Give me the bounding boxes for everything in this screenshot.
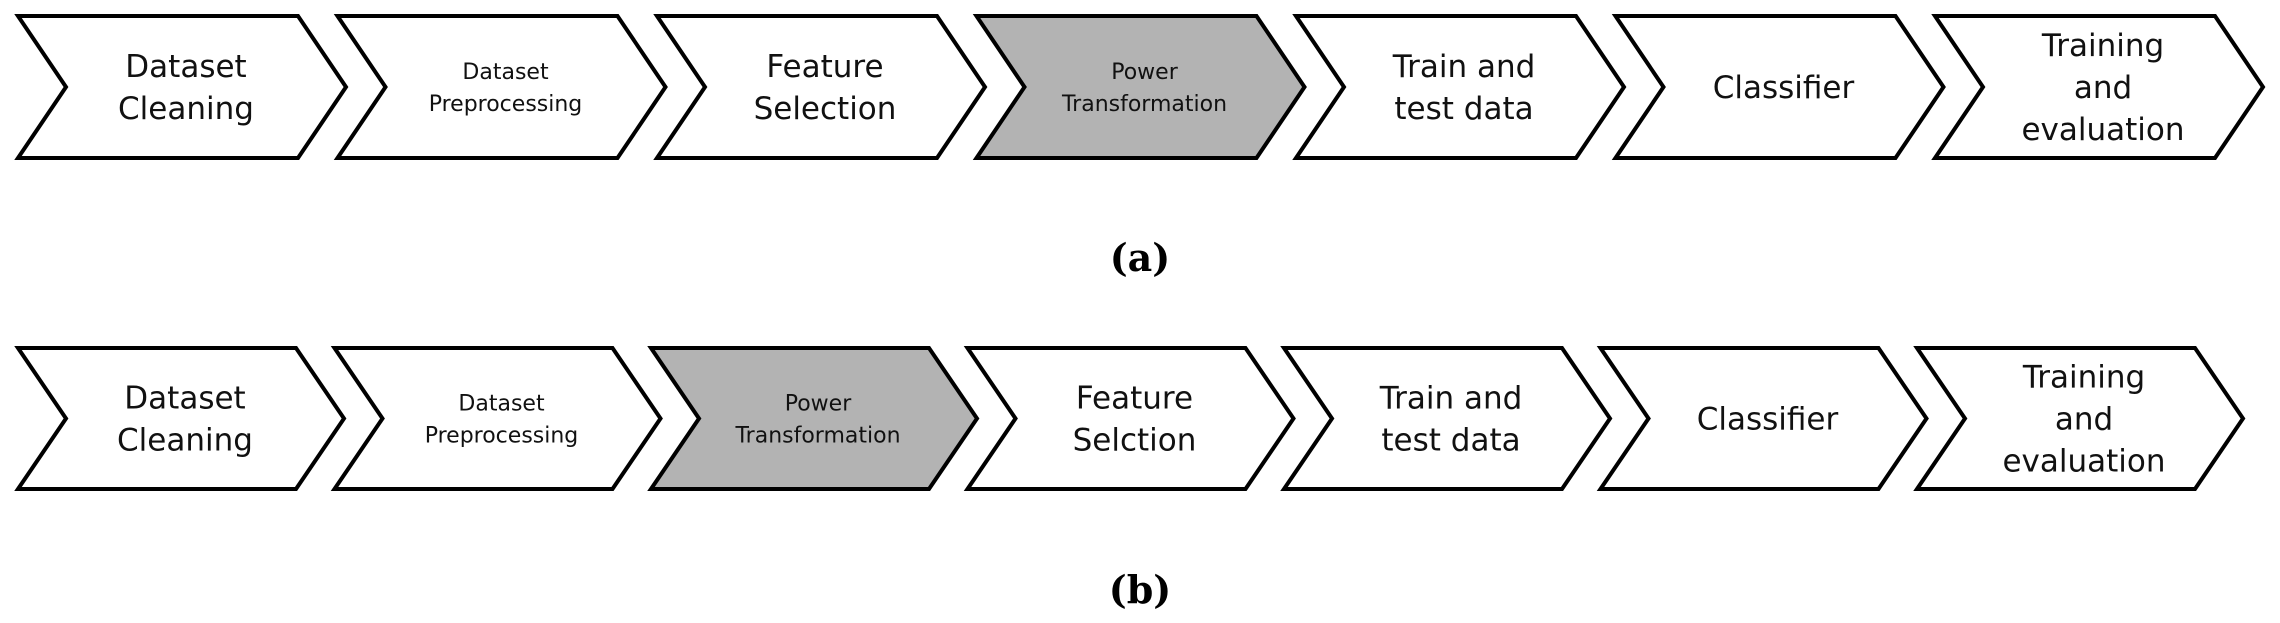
step-label-line: and (2055, 402, 2113, 438)
step-label-line: Dataset (458, 391, 545, 416)
chevron-shape (330, 346, 663, 491)
step-label-line: Dataset (125, 49, 246, 85)
panel-b-chevrons: DatasetCleaningDatasetPreprocessingPower… (14, 346, 2246, 491)
step-label-line: Feature (766, 49, 883, 85)
chevron-step: Train and test data (1280, 346, 1613, 491)
step-label-line: Preprocessing (429, 92, 583, 117)
step-label-line: Feature (1076, 381, 1193, 417)
step-label-line: Preprocessing (425, 423, 579, 448)
chevron-shape (333, 14, 668, 160)
step-label-line: Transformation (1061, 92, 1227, 117)
chevron-shape (1611, 14, 1946, 160)
step-label-line: evaluation (2021, 112, 2184, 148)
step-label-line: Training (2041, 28, 2164, 64)
step-label-line: Power (1111, 60, 1178, 85)
chevron-step: Training and evaluation (1913, 346, 2246, 491)
chevron-shape (972, 14, 1307, 160)
chevron-shape (1292, 14, 1627, 160)
chevron-shape (14, 346, 347, 491)
step-label-line: Dataset (124, 381, 245, 417)
step-label-line: test data (1381, 423, 1520, 459)
panel-a-chevrons: DatasetCleaningDatasetPreprocessingFeatu… (14, 14, 2266, 160)
chevron-step: Classifier (1596, 346, 1929, 491)
step-label-line: Selection (754, 91, 897, 127)
step-label-line: Training (2022, 360, 2145, 396)
chevron-shape (14, 14, 349, 160)
step-label-line: and (2074, 70, 2132, 106)
panel-a-caption: (a) (1110, 235, 1171, 280)
panel-a: DatasetCleaningDatasetPreprocessingFeatu… (14, 14, 2266, 280)
chevron-shape (1913, 346, 2246, 491)
step-label-line: Classifier (1697, 402, 1839, 438)
chevron-step: Training and evaluation (1931, 14, 2266, 160)
step-label-line: test data (1394, 91, 1533, 127)
step-label-line: Cleaning (118, 91, 254, 127)
chevron-step: Classifier (1611, 14, 1946, 160)
chevron-shape (1596, 346, 1929, 491)
panel-b-caption: (b) (1109, 567, 1172, 612)
step-label-line: Power (785, 391, 852, 416)
step-label-line: Train and (1379, 381, 1523, 417)
chevron-shape (963, 346, 1296, 491)
panel-b: DatasetCleaningDatasetPreprocessingPower… (14, 346, 2246, 612)
step-label-line: Dataset (462, 60, 549, 85)
step-label-line: Train and (1392, 49, 1536, 85)
chevron-step: Train and test data (1292, 14, 1627, 160)
step-label-line: Transformation (734, 423, 900, 448)
step-label-line: evaluation (2002, 444, 2165, 480)
chevron-shape (647, 346, 980, 491)
chevron-shape (1931, 14, 2266, 160)
step-label-line: Classifier (1713, 70, 1855, 106)
step-label-line: Selction (1073, 423, 1197, 459)
chevron-shape (1280, 346, 1613, 491)
step-label-line: Cleaning (117, 423, 253, 459)
chevron-shape (653, 14, 988, 160)
